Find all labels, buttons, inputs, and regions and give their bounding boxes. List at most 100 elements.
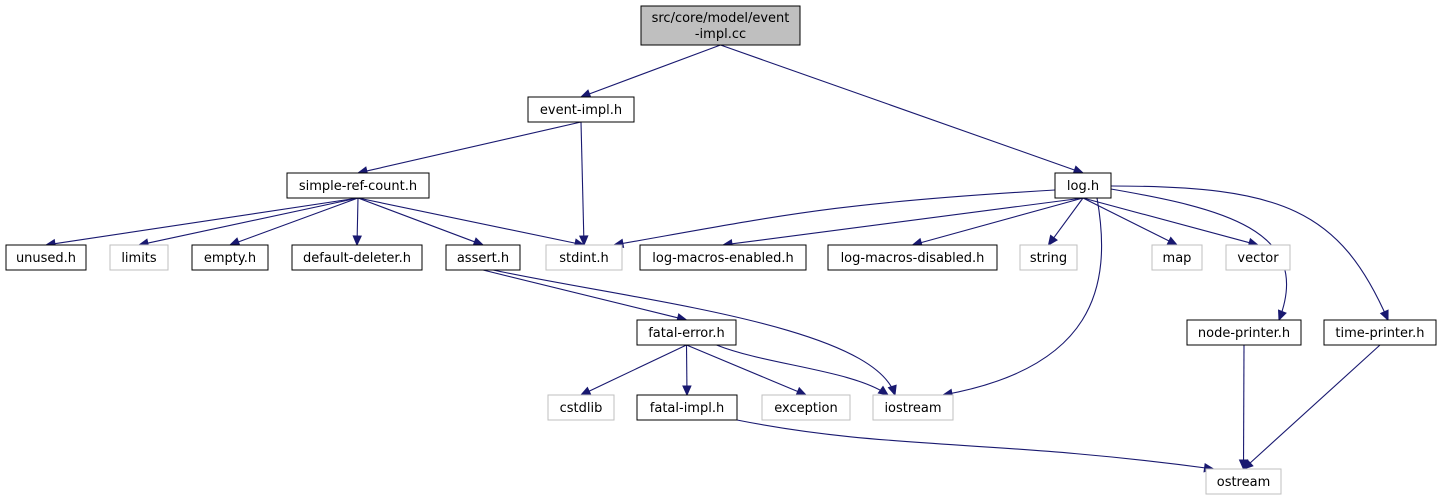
arrowhead-icon [887,384,897,397]
node-label: -impl.cc [695,27,746,42]
node-box [827,244,998,271]
node-box [640,5,801,46]
node-node-printer-h[interactable]: node-printer.h [1186,319,1302,346]
edge-fatal-impl-h-to-ostream [736,419,1215,473]
node-box [1151,244,1203,271]
edge-simple-ref-count-h-to-assert-h [357,197,485,247]
node-label: log-macros-disabled.h [841,251,985,266]
node-label: unused.h [16,251,76,266]
node-string: string [1019,244,1078,271]
node-box [545,244,623,271]
node-box [286,172,430,199]
node-log-h[interactable]: log.h [1054,172,1112,199]
node-label: simple-ref-count.h [299,179,417,194]
node-label: limits [121,251,157,266]
node-box [1054,172,1112,199]
edge-assert-h-to-fatal-error-h [482,269,688,323]
node-limits: limits [109,244,169,271]
node-exception: exception [761,394,851,421]
node-log-macros-enabled-h[interactable]: log-macros-enabled.h [639,244,807,271]
node-log-macros-disabled-h[interactable]: log-macros-disabled.h [827,244,998,271]
edge-log-h-to-string [1047,197,1084,246]
node-fatal-error-h[interactable]: fatal-error.h [636,319,737,346]
node-label: src/core/model/event [652,11,790,26]
node-label: iostream [884,401,941,416]
arrowhead-icon [579,89,592,99]
edge-fatal-error-h-to-exception [686,344,808,396]
edge-log-h-to-stdint-h [612,189,1056,249]
arrowhead-icon [579,386,592,396]
node-map: map [1151,244,1203,271]
node-label: log-macros-enabled.h [652,251,793,266]
node-cstdlib: cstdlib [547,394,615,421]
edge-time-printer-h-to-ostream [1242,344,1381,470]
arrowhead-icon [579,235,589,247]
arrowhead-icon [1379,309,1389,322]
edge-root-to-event-impl-h [579,44,721,99]
node-label: node-printer.h [1198,326,1290,341]
node-box [191,244,269,271]
node-box [1323,319,1437,346]
node-box [109,244,169,271]
node-unused-h[interactable]: unused.h [5,244,87,271]
node-box [547,394,615,421]
arrowhead-icon [352,235,362,247]
node-box [5,244,87,271]
node-label: map [1163,251,1192,266]
arrowhead-icon [1166,236,1179,246]
node-box [1019,244,1078,271]
edge-log-h-to-node-printer-h [1104,187,1288,322]
edge-node-printer-h-to-ostream [1238,344,1249,471]
edge-fatal-error-h-to-fatal-impl-h [682,344,692,397]
node-label: string [1030,251,1067,266]
node-label: vector [1237,251,1279,266]
node-simple-ref-count-h[interactable]: simple-ref-count.h [286,172,430,199]
node-default-deleter-h[interactable]: default-deleter.h [291,244,423,271]
edge-simple-ref-count-h-to-limits [137,197,359,248]
nodes-layer: src/core/model/event-impl.cc event-impl.h… [5,5,1437,495]
edge-log-h-to-iostream [941,197,1103,399]
node-box [639,244,807,271]
arrowhead-icon [795,386,808,396]
node-box [1205,468,1282,495]
node-assert-h[interactable]: assert.h [445,244,521,271]
node-box [1186,319,1302,346]
node-root[interactable]: src/core/model/event-impl.cc [640,5,801,46]
node-label: fatal-impl.h [650,401,724,416]
edge-fatal-error-h-to-iostream [716,344,890,396]
edge-root-to-log-h [720,44,1085,175]
node-label: event-impl.h [540,103,622,118]
node-fatal-impl-h[interactable]: fatal-impl.h [636,394,738,421]
node-label: log.h [1067,179,1099,194]
node-empty-h[interactable]: empty.h [191,244,269,271]
node-label: default-deleter.h [303,251,411,266]
edge-fatal-error-h-to-cstdlib [579,344,687,396]
node-box [872,394,954,421]
arrowhead-icon [682,385,692,397]
node-box [636,394,738,421]
node-label: exception [774,401,838,416]
node-box [636,319,737,346]
edge-log-h-to-log-macros-disabled-h [911,197,1084,248]
node-label: stdint.h [559,251,608,266]
node-label: empty.h [204,251,256,266]
arrowhead-icon [472,237,485,247]
edge-simple-ref-count-h-to-stdint-h [357,197,586,248]
node-time-printer-h[interactable]: time-printer.h [1323,319,1437,346]
arrowhead-icon [877,385,890,396]
node-box [445,244,521,271]
node-label: time-printer.h [1335,326,1424,341]
node-ostream: ostream [1205,468,1282,495]
edge-log-h-to-map [1082,197,1179,246]
arrowhead-icon [1047,234,1058,246]
node-box [761,394,851,421]
node-box [527,96,635,123]
node-event-impl-h[interactable]: event-impl.h [527,96,635,123]
node-stdint-h: stdint.h [545,244,623,271]
node-label: fatal-error.h [648,326,725,341]
edge-event-impl-h-to-simple-ref-count-h [356,121,582,176]
node-vector: vector [1225,244,1291,271]
node-box [1225,244,1291,271]
edge-log-h-to-log-macros-enabled-h [721,197,1084,249]
